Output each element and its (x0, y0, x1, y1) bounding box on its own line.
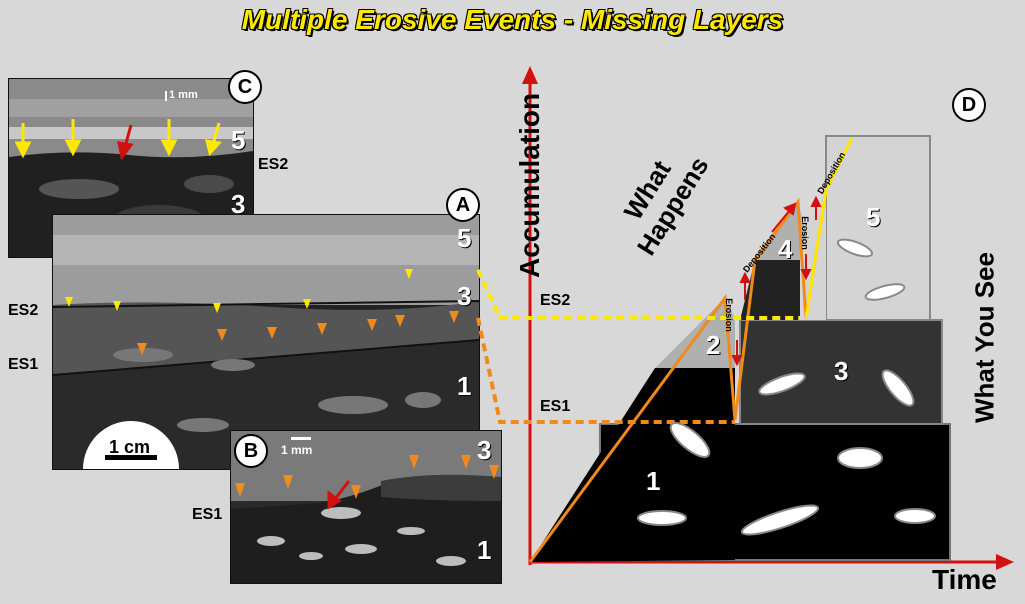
es1-label-b: ES1 (192, 506, 223, 523)
photo-panel-a: 1 cm 5 3 1 (52, 214, 480, 470)
happen-layer-3 (740, 260, 800, 320)
diagram-layer-1: 1 (646, 466, 661, 496)
layer-label-b-1: 1 (477, 535, 492, 565)
layer-label-c-5: 5 (231, 125, 246, 155)
panel-c-badge: C (228, 70, 262, 104)
es2-label-d: ES2 (540, 292, 571, 309)
layer-label-a-5: 5 (457, 223, 472, 253)
layer-label-a-3: 3 (457, 281, 472, 311)
scale-bar-a: 1 cm (109, 437, 151, 457)
seen-layer-3 (739, 319, 943, 425)
y-axis-arrow-icon (522, 66, 538, 84)
fossil-fragments (637, 238, 936, 536)
profile-es2 (804, 137, 854, 319)
page-title: Multiple Erosive Events - Missing Layers (241, 4, 784, 35)
happen-layer-1 (530, 368, 735, 562)
es1-label-d: ES1 (540, 398, 571, 415)
diagram-layer-5: 5 (866, 202, 881, 232)
erosion-label-2: Erosion (799, 216, 810, 250)
happen-layer-4 (755, 202, 806, 260)
scale-bar-b: 1 mm (281, 443, 313, 457)
what-you-see-label: What You See (969, 252, 1000, 423)
es2-correlation-line (476, 269, 800, 320)
scale-bar-c: 1 mm (169, 89, 198, 101)
process-arrows (731, 195, 822, 367)
panel-a-badge: A (446, 188, 480, 222)
happen-layer-2 (655, 298, 735, 368)
panel-d-badge: D (952, 88, 986, 122)
es1-label-a: ES1 (8, 356, 39, 373)
es1-correlation-line (476, 317, 735, 424)
x-axis-label: Time (932, 564, 997, 595)
x-axis-arrow-icon (996, 554, 1014, 570)
layer-label-c-3: 3 (231, 189, 246, 219)
y-axis-label: Accumulation (514, 92, 545, 278)
es2-label-a: ES2 (8, 302, 39, 319)
photo-b-image (231, 431, 501, 583)
layer-label-a-1: 1 (457, 371, 472, 401)
photo-a-image (53, 215, 479, 469)
diagram-layer-4: 4 (778, 234, 793, 264)
erosion-label-1: Erosion (723, 298, 734, 332)
diagram-layer-3: 3 (834, 356, 849, 386)
es2-label-c: ES2 (258, 156, 289, 173)
layer-label-b-3: 3 (477, 435, 492, 465)
photo-panel-b: 1 mm 3 1 (230, 430, 502, 584)
diagram-layer-2: 2 (706, 330, 721, 360)
panel-b-badge: B (234, 434, 268, 468)
